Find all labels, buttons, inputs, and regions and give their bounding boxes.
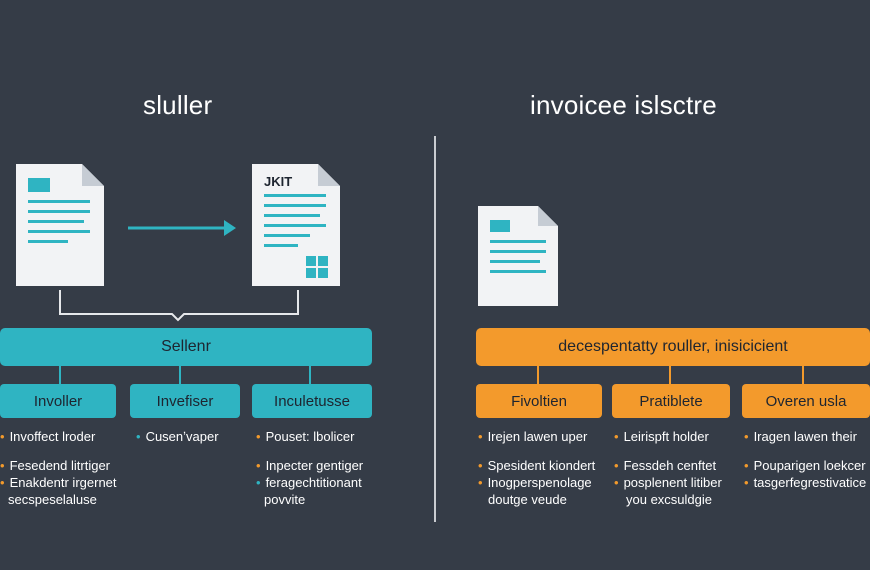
list-item: Invoffect lroder: [0, 428, 96, 445]
list-item: tasgerfegrestivatice: [744, 474, 867, 491]
invoice-document-icon: [252, 164, 340, 286]
document-icon: [16, 164, 104, 286]
list-item: Cusenʼvaper: [136, 428, 219, 445]
left-box-3: Inculetusse: [252, 384, 372, 418]
list-item: you excsuldgie: [626, 492, 712, 507]
list-item: povvite: [264, 492, 306, 507]
left-box-1: Involler: [0, 384, 116, 418]
left-title: sluller: [143, 90, 213, 120]
list-item: feragechtitionant: [256, 474, 362, 491]
right-box-3: Overen usla: [742, 384, 870, 418]
list-item: Iragen lawen their: [744, 428, 857, 445]
right-box-1: Fivoltien: [476, 384, 602, 418]
left-box-2: Invefiser: [130, 384, 240, 418]
list-item: Irejen lawen uper: [478, 428, 588, 445]
right-title: invoicee islsctre: [530, 90, 717, 120]
list-item: Pouset: lbolicer: [256, 428, 355, 445]
list-item: Fessdeh cenftet: [614, 457, 717, 474]
section-divider: [434, 136, 436, 522]
list-item: Inogperspenolage: [478, 474, 592, 491]
list-item: Fesedend litrtiger: [0, 457, 110, 474]
process-bar: decespentatty rouller, inisicicient: [476, 328, 870, 366]
seller-bar: Sellenr: [0, 328, 372, 366]
list-item: Spesident kiondert: [478, 457, 596, 474]
list-item: Pouparigen loekcer: [744, 457, 866, 474]
list-item: Leirispft holder: [614, 428, 709, 445]
list-item: secspeselaluse: [8, 492, 97, 507]
list-item: doutge veude: [488, 492, 567, 507]
document-icon: [478, 206, 558, 306]
list-item: Enakdentr irgernet: [0, 474, 117, 491]
right-box-2: Pratiblete: [612, 384, 730, 418]
list-item: Inpecter gentiger: [256, 457, 364, 474]
document-label: JKIT: [264, 174, 293, 189]
list-item: posplenent litiber: [614, 474, 722, 491]
